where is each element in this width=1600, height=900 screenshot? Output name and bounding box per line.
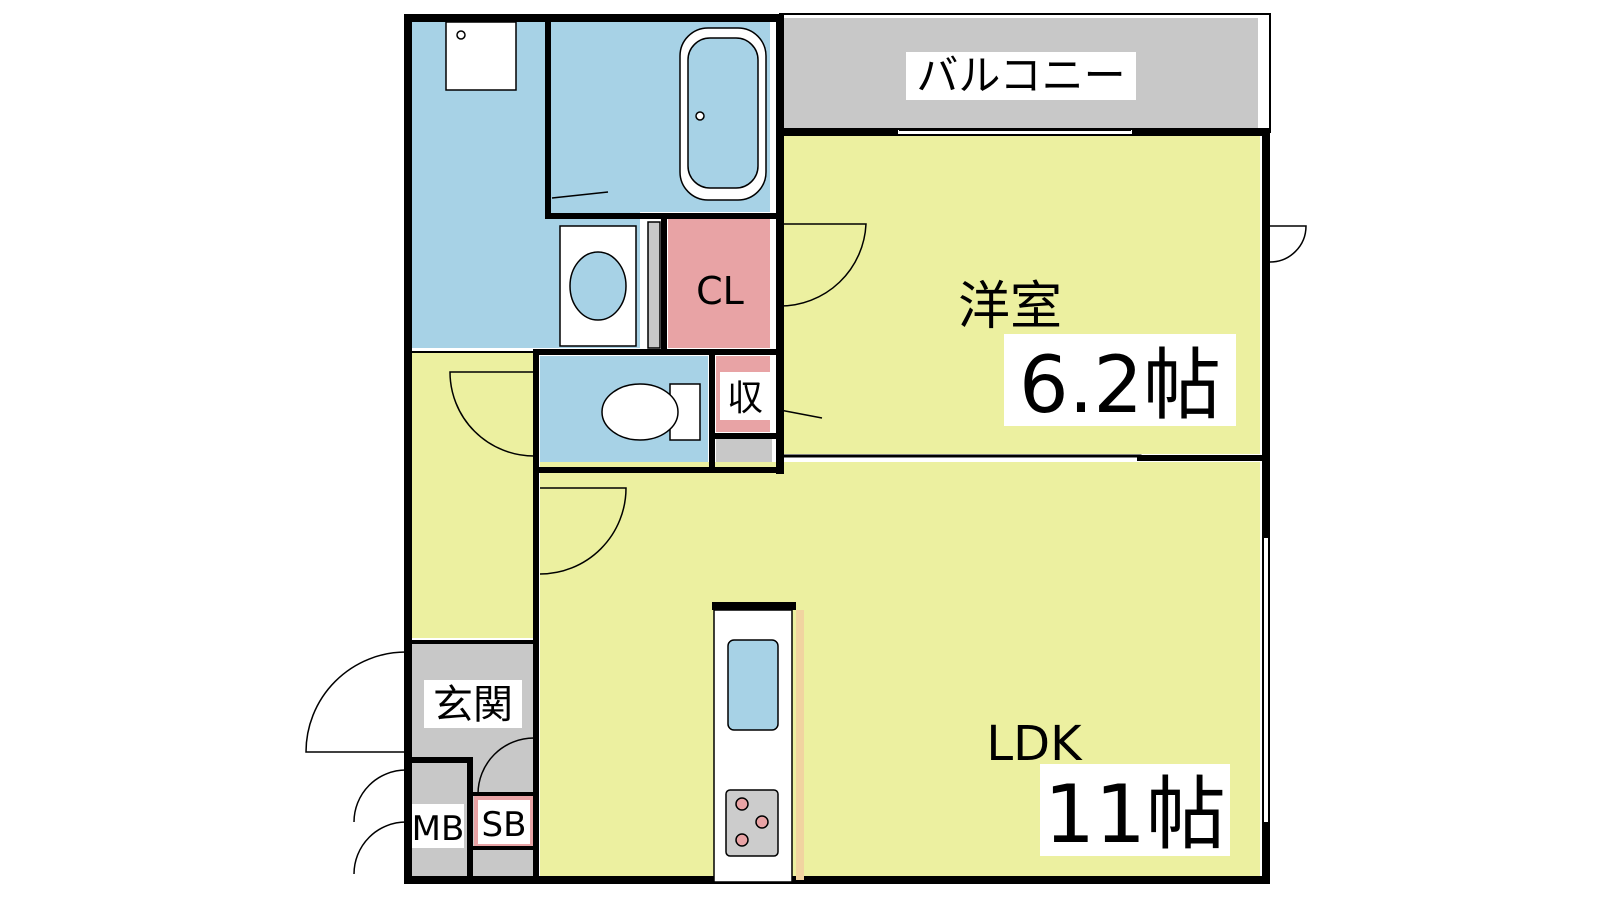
entrance-label: 玄関 xyxy=(433,682,513,728)
closet-label: CL xyxy=(696,269,744,313)
mb-door-swing-a xyxy=(353,769,407,823)
closet-wall-gray xyxy=(647,221,661,349)
ldk-size: 11帖 xyxy=(1044,768,1226,861)
washbasin-bowl xyxy=(569,251,627,321)
bath-door xyxy=(551,191,609,199)
walls xyxy=(404,13,1271,884)
ldk-size-bg xyxy=(1040,764,1230,856)
burner-3 xyxy=(735,833,749,847)
door-swings xyxy=(305,223,1307,875)
ldk-door-swing xyxy=(539,487,627,575)
storage-label-bg xyxy=(720,372,770,420)
toilet-door-swing xyxy=(449,371,535,457)
stove-top xyxy=(725,789,779,857)
sb-door-swing xyxy=(477,737,535,795)
entrance-label-bg xyxy=(424,680,522,728)
balcony-label-bg xyxy=(906,52,1136,100)
mb-label-bg xyxy=(412,804,464,848)
ldk-label: LDK xyxy=(986,716,1083,772)
kitchen-sink xyxy=(727,639,779,731)
exterior-door-swing xyxy=(1269,225,1307,263)
hallway-area xyxy=(408,352,534,638)
shoe-box-label: SB xyxy=(482,805,527,845)
sb-label-bg xyxy=(478,800,530,844)
storage-label: 収 xyxy=(727,378,763,419)
bedroom-size-bg xyxy=(1004,334,1236,426)
fixtures xyxy=(445,21,804,883)
bedroom-size: 6.2帖 xyxy=(1019,341,1221,431)
closet-area xyxy=(668,218,770,348)
entrance-door-swing xyxy=(305,651,407,753)
meter-box-label: MB xyxy=(412,809,465,849)
balcony-label: バルコニー xyxy=(916,51,1125,100)
balcony-rail xyxy=(779,13,1271,133)
burner-1 xyxy=(735,797,749,811)
bathtub-inner xyxy=(687,37,759,189)
burner-2 xyxy=(755,815,769,829)
washing-machine-drain xyxy=(456,30,466,40)
bedroom-label: 洋室 xyxy=(958,277,1062,337)
storage-door xyxy=(779,409,823,419)
mb-door-swing-b xyxy=(353,821,407,875)
washing-machine-pan xyxy=(445,21,517,91)
toilet-bowl xyxy=(601,383,679,441)
closet-door-swing xyxy=(779,223,867,307)
labels: バルコニー 洋室 6.2帖 LDK 11帖 CL 収 玄関 MB SB xyxy=(412,51,1236,861)
bathtub-drain xyxy=(695,111,705,121)
kitchen-panel xyxy=(796,610,804,880)
